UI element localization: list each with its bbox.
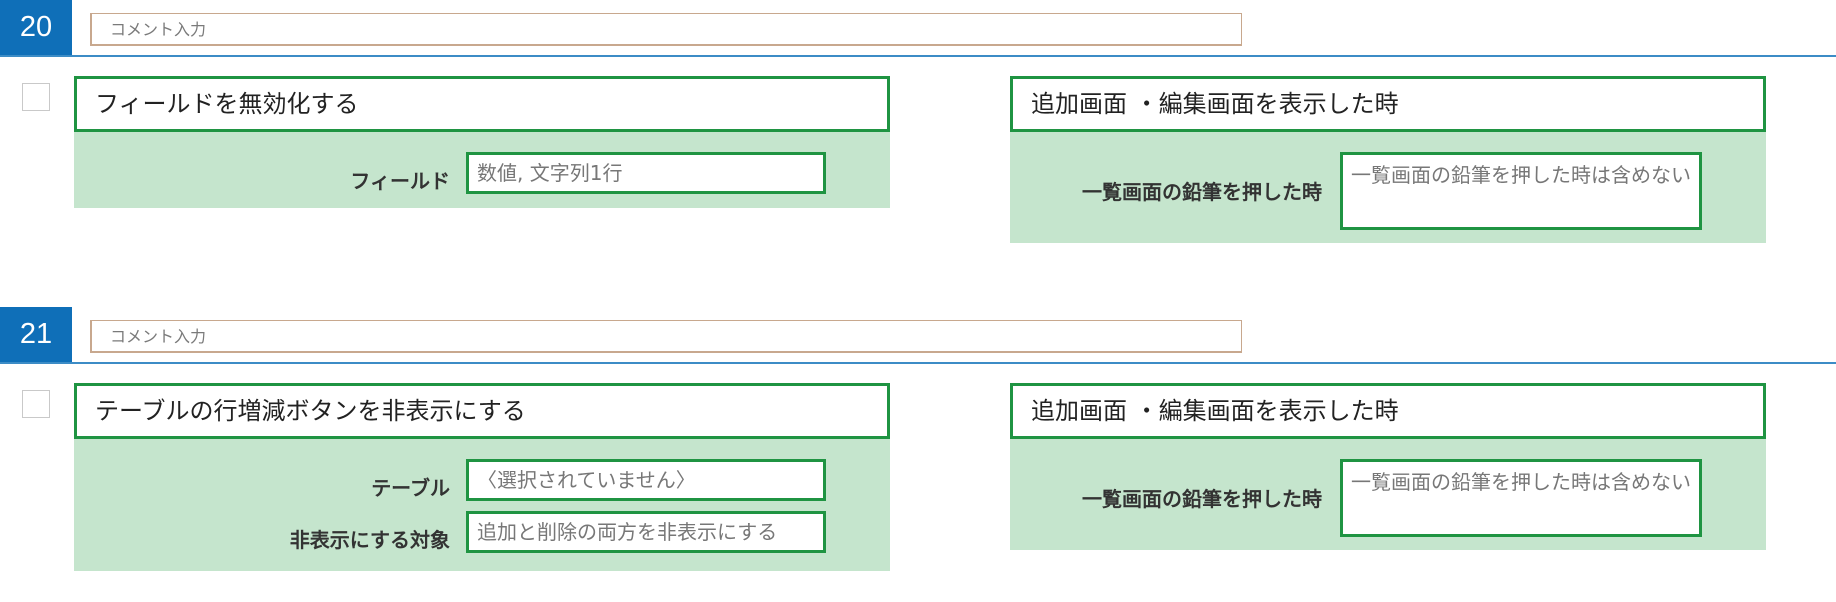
comment-input[interactable] — [90, 320, 1242, 353]
condition-select[interactable]: 一覧画面の鉛筆を押した時は含めない — [1340, 152, 1702, 230]
table-select[interactable]: 〈選択されていません〉 — [466, 459, 826, 501]
field-label: テーブル — [371, 476, 450, 500]
rule-number-badge: 21 — [0, 307, 72, 362]
rule-checkbox[interactable] — [22, 83, 50, 111]
action-title[interactable]: フィールドを無効化する — [74, 76, 890, 132]
action-title[interactable]: テーブルの行増減ボタンを非表示にする — [74, 383, 890, 439]
condition-label: 一覧画面の鉛筆を押した時 — [1082, 487, 1322, 511]
condition-panel: 追加画面 ・編集画面を表示した時 一覧画面の鉛筆を押した時 一覧画面の鉛筆を押し… — [1010, 383, 1766, 550]
rule-block: 21 テーブルの行増減ボタンを非表示にする テーブル 〈選択されていません〉 非… — [0, 307, 1836, 597]
condition-select[interactable]: 一覧画面の鉛筆を押した時は含めない — [1340, 459, 1702, 537]
field-label: フィールド — [350, 169, 450, 193]
rule-number-badge: 20 — [0, 0, 72, 55]
field-label: 非表示にする対象 — [289, 528, 450, 552]
condition-panel: 追加画面 ・編集画面を表示した時 一覧画面の鉛筆を押した時 一覧画面の鉛筆を押し… — [1010, 76, 1766, 243]
condition-label: 一覧画面の鉛筆を押した時 — [1082, 180, 1322, 204]
hide-target-select[interactable]: 追加と削除の両方を非表示にする — [466, 511, 826, 553]
header-divider — [0, 362, 1836, 364]
comment-input[interactable] — [90, 13, 1242, 46]
header-divider — [0, 55, 1836, 57]
action-panel: テーブルの行増減ボタンを非表示にする テーブル 〈選択されていません〉 非表示に… — [74, 383, 890, 571]
field-select[interactable]: 数値, 文字列1行 — [466, 152, 826, 194]
condition-title[interactable]: 追加画面 ・編集画面を表示した時 — [1010, 383, 1766, 439]
action-panel: フィールドを無効化する フィールド 数値, 文字列1行 — [74, 76, 890, 208]
rule-block: 20 フィールドを無効化する フィールド 数値, 文字列1行 追加画面 ・編集画… — [0, 0, 1836, 290]
condition-title[interactable]: 追加画面 ・編集画面を表示した時 — [1010, 76, 1766, 132]
rule-checkbox[interactable] — [22, 390, 50, 418]
